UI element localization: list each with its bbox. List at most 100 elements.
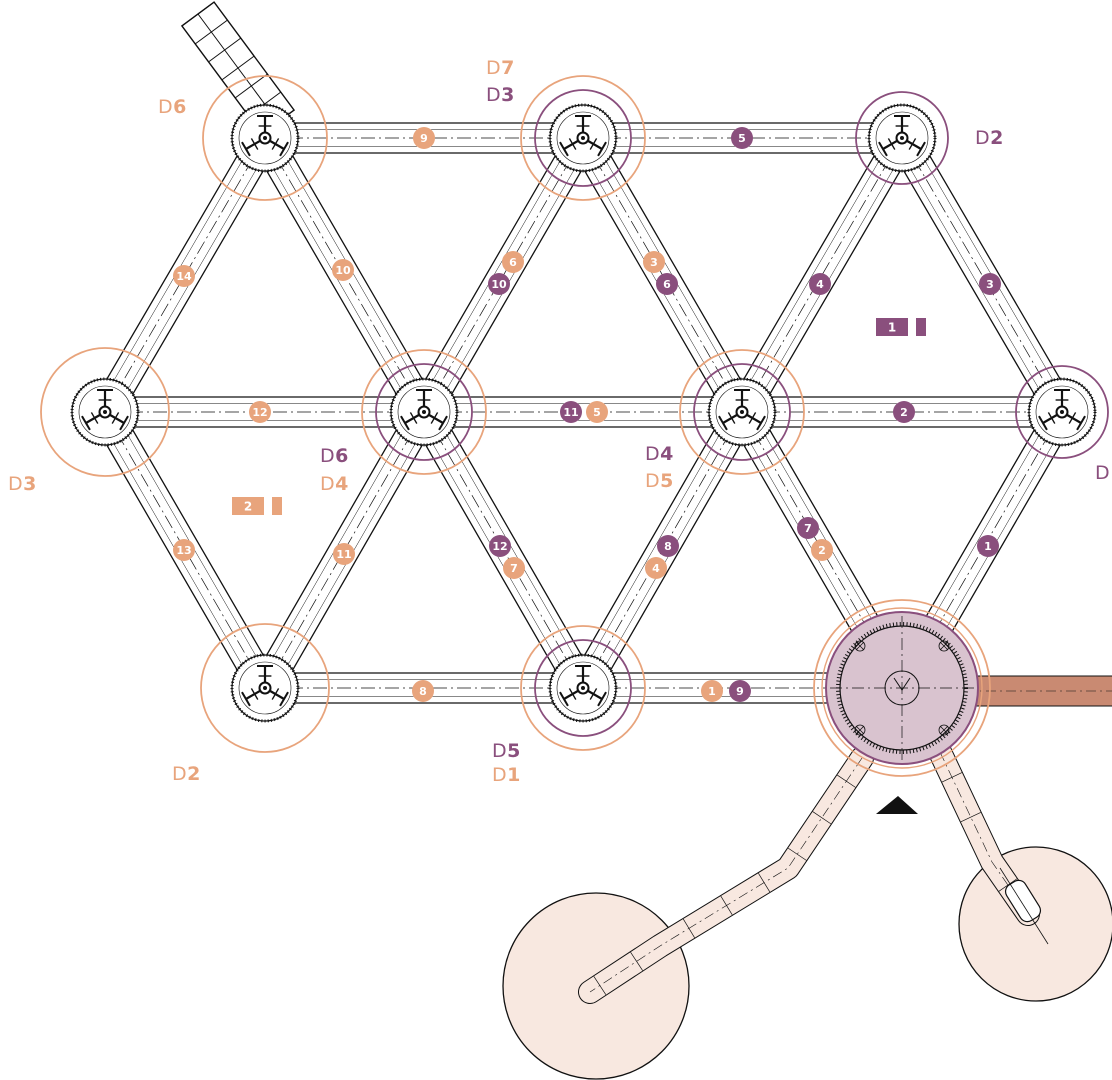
beam-badge: 4 [809, 273, 831, 295]
misc-marks [876, 796, 1049, 945]
node-label-d3-top-mid: D3 [486, 84, 515, 106]
beam-badge-number: 7 [804, 522, 812, 535]
section-number: 1 [888, 321, 896, 335]
node-ring [679, 349, 805, 475]
node-label-prefix: D [172, 763, 187, 785]
beam-badge: 3 [979, 273, 1001, 295]
beam-badge-number: 2 [900, 406, 908, 419]
section-number: 2 [244, 500, 252, 514]
node-label-number: 5 [660, 470, 674, 492]
beam-badge-number: 2 [818, 544, 826, 557]
beam-badge-number: 12 [252, 406, 267, 419]
beam-E-F [424, 396, 742, 428]
beam-badge: 6 [502, 251, 524, 273]
node-label-prefix: D [1095, 462, 1110, 484]
node-label-prefix: D [492, 764, 507, 786]
node-label-d5-mid-right: D5 [645, 470, 674, 492]
node-label-prefix: D [486, 84, 501, 106]
beam-badge-number: 11 [563, 406, 578, 419]
hub-E [389, 377, 459, 447]
beam-badge-number: 7 [510, 562, 518, 575]
exit-duct-east [965, 675, 1112, 707]
beam-badge: 2 [893, 401, 915, 423]
node-label-number: 4 [660, 443, 674, 465]
hub-mechanism-icon [559, 665, 607, 707]
beam-badge: 5 [731, 127, 753, 149]
section-label-2: 2 [232, 497, 282, 515]
beam-badge: 1 [977, 535, 999, 557]
hub-mechanism-icon [878, 115, 926, 157]
beam-badge-number: 10 [335, 264, 351, 277]
beam-badge-number: 8 [419, 685, 427, 698]
node-label-d4-mid-right: D4 [645, 443, 674, 465]
exit-duct-left [578, 746, 874, 1004]
beam-badge-number: 3 [986, 278, 994, 291]
beam-badge-number: 6 [663, 278, 671, 291]
node-label-d6-center: D6 [320, 445, 349, 467]
node-ring [202, 75, 328, 201]
node-label-d-right-edge: D [1095, 462, 1110, 484]
beam-badge: 1 [701, 680, 723, 702]
beam-badge: 12 [249, 401, 271, 423]
beam-E-I [410, 404, 597, 696]
node-label-prefix: D [320, 445, 335, 467]
node-label-prefix: D [320, 473, 335, 495]
node-label-prefix: D [645, 443, 660, 465]
beam-badge: 10 [488, 273, 510, 295]
node-ring [361, 349, 487, 475]
beam-badge-number: 1 [984, 540, 992, 553]
beam-badge: 9 [729, 680, 751, 702]
beam-badge: 7 [503, 557, 525, 579]
beam-B-F [569, 130, 756, 420]
beam-badge: 12 [489, 535, 511, 557]
node-ring [693, 363, 791, 461]
node-ring [520, 625, 646, 751]
beam-B-E [410, 130, 597, 420]
hub-mechanism-icon [241, 115, 289, 157]
hub-F [707, 377, 777, 447]
beam-badge: 2 [811, 539, 833, 561]
node-label-number: 3 [501, 84, 515, 106]
node-label-prefix: D [158, 96, 173, 118]
node-label-number: 7 [501, 57, 515, 79]
node-rings [40, 75, 1109, 753]
bolt-mark [854, 640, 866, 652]
beam-badge-number: 13 [176, 544, 191, 557]
node-label-d6-top-left: D6 [158, 96, 187, 118]
beam-badge-number: 5 [738, 132, 746, 145]
hub-mechanism-icon [241, 665, 289, 707]
beam-A-D [91, 130, 279, 420]
beam-D-E [105, 396, 424, 428]
direction-triangle-icon [876, 796, 918, 814]
node-label-d3-left: D3 [8, 473, 37, 495]
hub-mechanism-icon [559, 115, 607, 157]
node-ring [855, 91, 949, 185]
node-ring [534, 89, 632, 187]
hub-mechanism-icon [81, 389, 129, 431]
beam-badge: 13 [173, 539, 195, 561]
beam-badge: 11 [333, 543, 355, 565]
hub-G [1027, 377, 1097, 447]
node-label-number: 2 [187, 763, 201, 785]
beam-badge-number: 6 [509, 256, 517, 269]
node-ring [375, 363, 473, 461]
beam-badge: 10 [332, 259, 354, 281]
hub-mechanism-icon [718, 389, 766, 431]
beam-badge: 7 [797, 517, 819, 539]
beam-badge-number: 4 [816, 278, 824, 291]
duct-end-capsule [999, 867, 1049, 945]
beam-badge-number: 4 [652, 562, 660, 575]
beam-A-E [251, 130, 438, 420]
node-label-d5-bottom-mid: D5 [492, 740, 521, 762]
node-ring [1015, 365, 1109, 459]
node-label-d4-center: D4 [320, 473, 349, 495]
beam-badge-number: 3 [650, 256, 658, 269]
hub-A [230, 103, 300, 173]
hub-Cn [867, 103, 937, 173]
hub-B [548, 103, 618, 173]
exit-ducts [180, 1, 1112, 1004]
node-hubs [70, 103, 1097, 723]
beam-F-I [569, 404, 756, 696]
